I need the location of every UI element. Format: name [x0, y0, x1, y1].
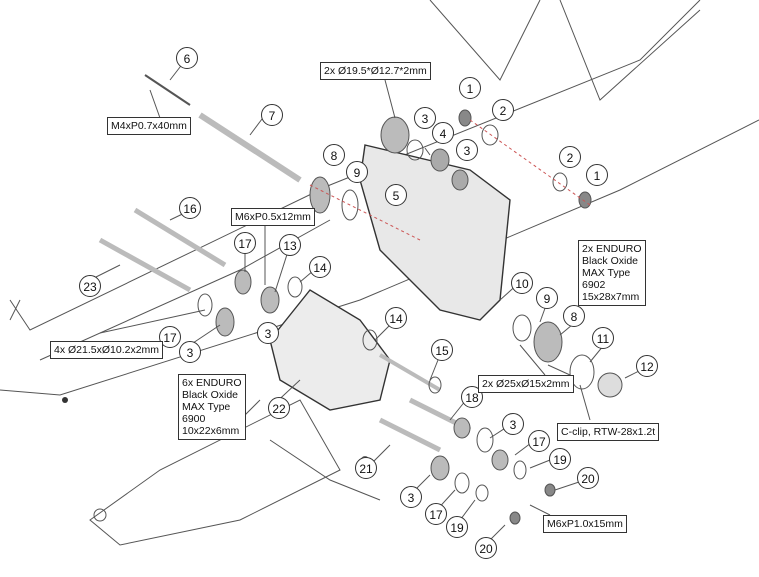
- label-cclip: C-clip, RTW-28x1.2t: [557, 423, 660, 441]
- callout-17: 17: [159, 326, 181, 348]
- callout-19: 19: [549, 448, 571, 470]
- callout-17: 17: [425, 503, 447, 525]
- lower-link-area: [89, 399, 341, 546]
- callout-14: 14: [309, 256, 331, 278]
- bearing6902-line: 15x28x7mm: [582, 291, 640, 303]
- callout-5: 5: [385, 184, 407, 206]
- bearing6902-line: MAX Type: [582, 267, 631, 279]
- callout-3: 3: [257, 322, 279, 344]
- bearing6900-line: 6x ENDURO: [182, 377, 242, 389]
- callout-20: 20: [577, 467, 599, 489]
- callout-7: 7: [261, 104, 283, 126]
- callout-10: 10: [511, 272, 533, 294]
- callout-3: 3: [502, 413, 524, 435]
- top-tube-edge: [9, 0, 701, 331]
- callout-9: 9: [536, 287, 558, 309]
- label-washer-4x: 4x Ø21.5xØ10.2x2mm: [50, 341, 164, 359]
- bearing6900-line: Black Oxide: [182, 389, 239, 401]
- callout-23: 23: [79, 275, 101, 297]
- callout-11: 11: [592, 327, 614, 349]
- bearing6902-line: Black Oxide: [582, 255, 639, 267]
- label-bearing-6900: 6x ENDURO Black Oxide MAX Type 6900 10x2…: [178, 374, 246, 440]
- callout-1: 1: [459, 77, 481, 99]
- label-m6-bolt-b: M6xP1.0x15mm: [543, 515, 627, 533]
- callout-18: 18: [461, 386, 483, 408]
- label-m6-bolt-a: M6xP0.5x12mm: [231, 208, 315, 226]
- rocker-link: [359, 144, 511, 321]
- callout-19: 19: [446, 516, 468, 538]
- bearing6902-line: 6902: [582, 279, 606, 291]
- label-ring-top: 2x Ø19.5*Ø12.7*2mm: [320, 62, 431, 80]
- callout-8: 8: [323, 144, 345, 166]
- callout-3: 3: [456, 139, 478, 161]
- down-tube-edge: [0, 119, 759, 396]
- bearing6900-line: 10x22x6mm: [182, 425, 240, 437]
- callout-2: 2: [492, 99, 514, 121]
- callout-14: 14: [385, 307, 407, 329]
- callout-3: 3: [400, 486, 422, 508]
- callout-21: 21: [355, 457, 377, 479]
- callout-15: 15: [431, 339, 453, 361]
- label-m4-bolt: M4xP0.7x40mm: [107, 117, 191, 135]
- callout-9: 9: [346, 161, 368, 183]
- chainstay-edge: [39, 219, 331, 361]
- callout-20: 20: [475, 537, 497, 559]
- callout-3: 3: [179, 341, 201, 363]
- bearing6900-line: MAX Type: [182, 401, 231, 413]
- callout-13: 13: [279, 234, 301, 256]
- callout-4: 4: [432, 122, 454, 144]
- bearing6900-line: 6900: [182, 413, 206, 425]
- callout-22: 22: [268, 397, 290, 419]
- seat-stay-edge: [559, 0, 701, 101]
- callout-17: 17: [234, 232, 256, 254]
- callout-16: 16: [179, 197, 201, 219]
- callout-8: 8: [563, 305, 585, 327]
- callout-1: 1: [586, 164, 608, 186]
- label-ring-mid: 2x Ø25xØ15x2mm: [478, 375, 574, 393]
- label-bearing-6902: 2x ENDURO Black Oxide MAX Type 6902 15x2…: [578, 240, 646, 306]
- callout-12: 12: [636, 355, 658, 377]
- callout-3: 3: [414, 107, 436, 129]
- callout-6: 6: [176, 47, 198, 69]
- callout-17: 17: [528, 430, 550, 452]
- seat-tube-edge: [429, 0, 541, 81]
- callout-2: 2: [559, 146, 581, 168]
- bearing6902-line: 2x ENDURO: [582, 243, 642, 255]
